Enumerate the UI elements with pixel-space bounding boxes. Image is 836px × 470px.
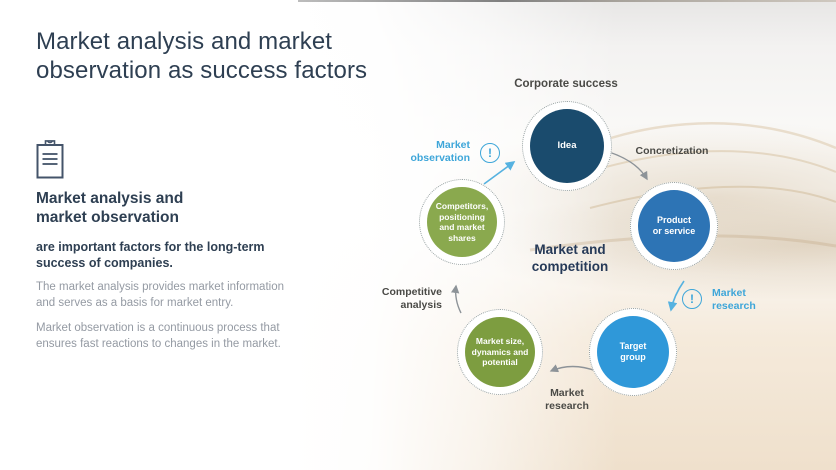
node-product-or-service: Product or service [638, 190, 710, 262]
lead-sentence: are important factors for the long-term … [36, 240, 265, 270]
slide-title: Market analysis and market observation a… [36, 28, 368, 84]
label-market-research-blue: Market research [712, 287, 756, 312]
alert-icon: ! [480, 143, 500, 163]
node-market-size: Market size, dynamics and potential [465, 317, 535, 387]
label-concretization: Concretization [635, 145, 709, 157]
node-idea: Idea [530, 109, 604, 183]
label-competitive-analysis: Competitive analysis [381, 286, 442, 311]
node-target-group: Target group [597, 316, 669, 388]
node-ring-market-size: Market size, dynamics and potential [457, 309, 543, 395]
node-ring-product: Product or service [630, 182, 718, 270]
label-market-observation: Market observation [410, 139, 470, 164]
node-ring-idea: Idea [522, 101, 612, 191]
photo-top-edge [298, 0, 836, 2]
alert-icon: ! [682, 289, 702, 309]
section-heading: Market analysis and market observation [36, 190, 184, 226]
node-ring-competitors: Competitors, positioning and market shar… [419, 179, 505, 265]
body-paragraph-1: The market analysis provides market info… [36, 281, 284, 309]
clipboard-icon [36, 139, 64, 179]
alert-glyph: ! [690, 292, 694, 306]
label-corporate-success: Corporate success [514, 78, 618, 90]
node-competitors: Competitors, positioning and market shar… [427, 187, 497, 257]
node-ring-target: Target group [589, 308, 677, 396]
label-market-and-competition: Market and competition [531, 242, 609, 274]
body-paragraph-2: Market observation is a continuous proce… [36, 322, 281, 350]
label-market-research-gray: Market research [545, 387, 589, 412]
background-book-photo [290, 0, 836, 470]
alert-glyph: ! [488, 146, 492, 160]
